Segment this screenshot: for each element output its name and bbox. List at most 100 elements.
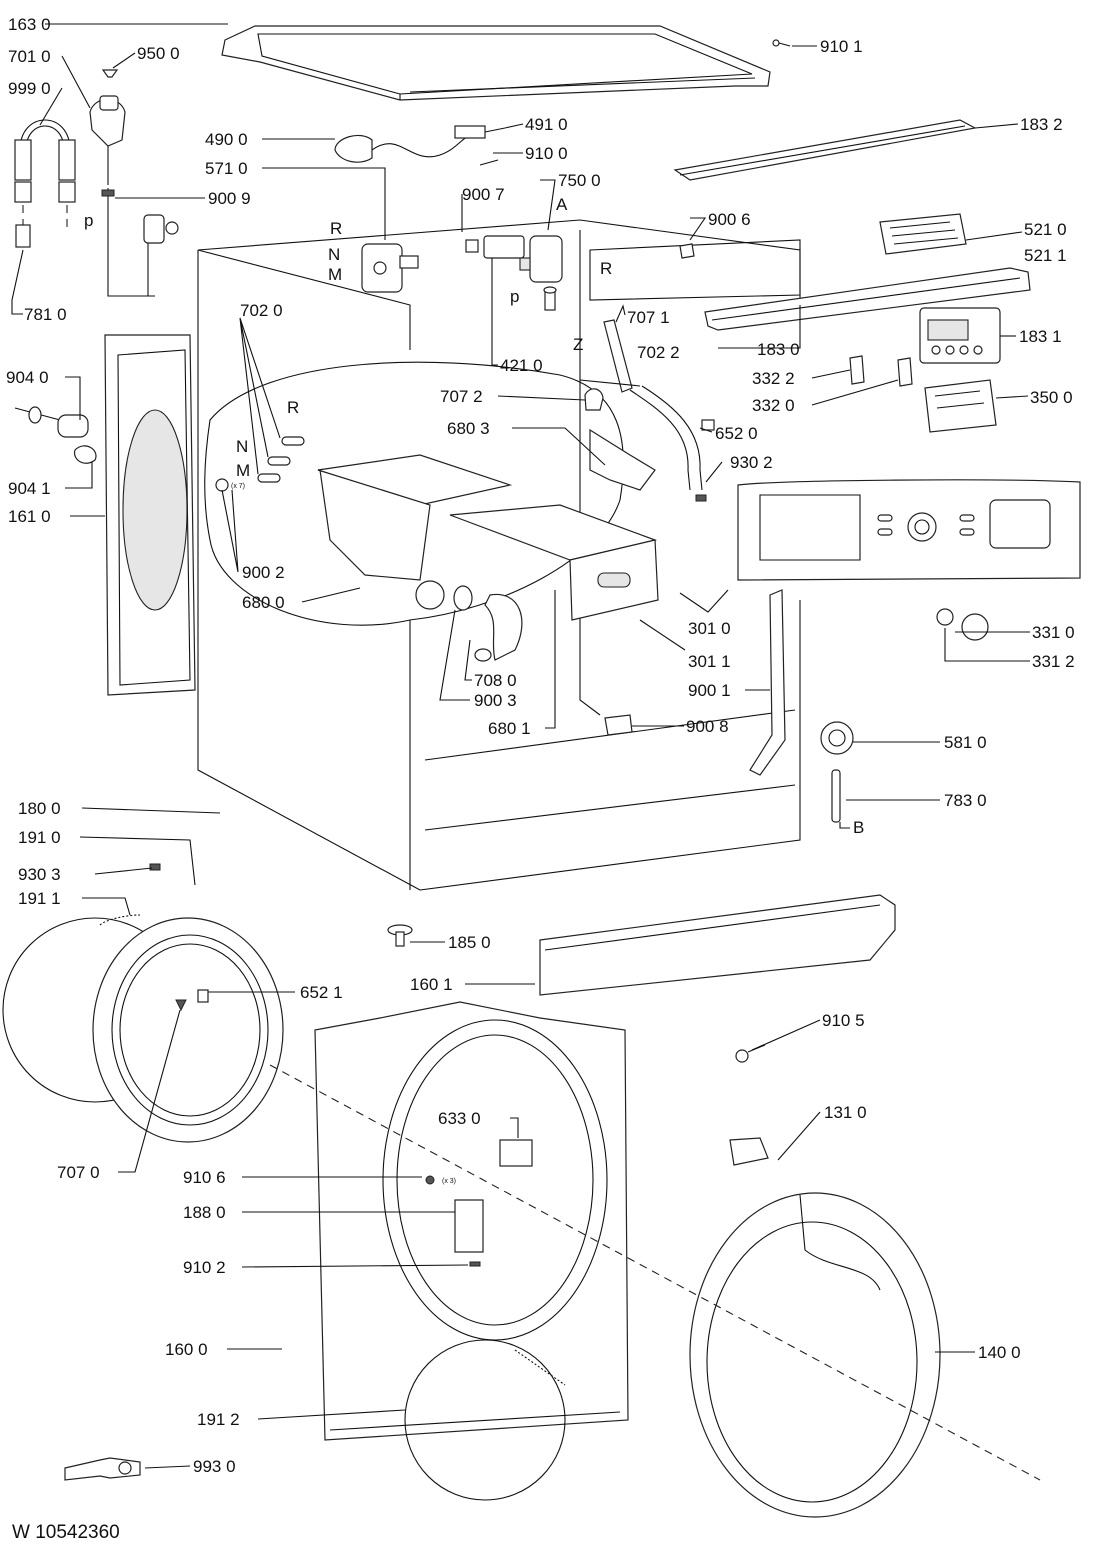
marker-m-valve: M [328,265,342,284]
marker-z: Z [573,335,583,354]
wrench-drawing [64,1457,141,1481]
label-633-0: 633 0 [438,1109,481,1128]
hinge-drawing [729,1137,769,1166]
label-161-0: 161 0 [8,507,51,526]
marker-b: B [853,818,864,837]
label-652-1: 652 1 [300,983,343,1002]
screw-2-drawing [735,1044,766,1063]
side-panel-drawing [104,334,196,696]
label-707-1: 707 1 [627,308,670,327]
label-350-0: 350 0 [1030,388,1073,407]
label-191-0: 191 0 [18,828,61,847]
label-652-0: 652 0 [715,424,758,443]
small-part-drawing [149,863,161,871]
label-910-0: 910 0 [525,144,568,163]
label-707-0: 707 0 [57,1163,100,1182]
bracket-drawing [589,428,656,491]
shock-absorber-drawing [14,406,97,464]
label-910-1: 910 1 [820,37,863,56]
label-900-1: 900 1 [688,681,731,700]
label-331-0: 331 0 [1032,623,1075,642]
button-drawing-2 [897,357,913,387]
label-904-1: 904 1 [8,479,51,498]
label-708-0: 708 0 [474,671,517,690]
label-131-0: 131 0 [824,1103,867,1122]
label-707-2: 707 2 [440,387,483,406]
label-183-0: 183 0 [757,340,800,359]
marker-p-hose: p [84,211,93,230]
label-750-0: 750 0 [558,171,601,190]
connection-markers: R N M p A p Z R R N M B (x 7) (x 3) [84,195,864,1185]
label-701-0: 701 0 [8,47,51,66]
kick-plate-drawing [539,894,896,996]
label-491-0: 491 0 [525,115,568,134]
front-panel-drawing [314,1001,629,1441]
wiring-bracket-drawing [749,589,786,776]
label-160-1: 160 1 [410,975,453,994]
clip-ring-drawing [215,478,229,492]
clip-drawing [679,243,695,259]
label-781-0: 781 0 [24,305,67,324]
dispenser-housing-drawing [317,454,513,610]
power-plug-drawing [334,125,506,166]
label-188-0: 188 0 [183,1203,226,1222]
label-910-6: 910 6 [183,1168,226,1187]
label-421-0: 421 0 [500,356,543,375]
label-163-0: 163 0 [8,15,51,34]
label-680-0: 680 0 [242,593,285,612]
marker-n-valve: N [328,245,340,264]
drain-hose-drawing [603,319,715,502]
label-180-0: 180 0 [18,799,61,818]
spring-circle-drawing [404,1339,566,1501]
top-cover-drawing [221,25,771,101]
axis-line [269,1064,1041,1481]
label-910-2: 910 2 [183,1258,226,1277]
label-900-6: 900 6 [708,210,751,229]
label-185-0: 185 0 [448,933,491,952]
label-702-0: 702 0 [240,301,283,320]
display-drawing [919,307,1001,364]
label-301-1: 301 1 [688,652,731,671]
label-930-2: 930 2 [730,453,773,472]
inlet-hose-drawing [14,95,179,297]
label-183-2: 183 2 [1020,115,1063,134]
label-301-0: 301 0 [688,619,731,638]
label-680-1: 680 1 [488,719,531,738]
label-331-2: 331 2 [1032,652,1075,671]
label-950-0: 950 0 [137,44,180,63]
marker-r-valve: R [330,219,342,238]
qty-x7: (x 7) [231,483,245,490]
clip-2-drawing [604,714,633,736]
label-332-2: 332 2 [752,369,795,388]
cap-drawing [101,69,119,78]
label-993-0: 993 0 [193,1457,236,1476]
marker-n-pin: N [236,437,248,456]
marker-m-pin: M [236,461,250,480]
leader-lines [11,23,1030,1469]
label-910-5: 910 5 [822,1011,865,1030]
label-999-0: 999 0 [8,79,51,98]
label-900-9: 900 9 [208,189,251,208]
label-490-0: 490 0 [205,130,248,149]
marker-p-switch: p [510,287,519,306]
label-191-1: 191 1 [18,889,61,908]
label-900-8: 900 8 [686,717,729,736]
marker-r-pin: R [287,398,299,417]
rod-drawing [831,769,841,823]
button-drawing [849,355,865,385]
label-930-3: 930 3 [18,865,61,884]
qty-x3: (x 3) [442,1178,456,1185]
marker-a: A [556,195,568,214]
valve-drawing [361,243,419,293]
clamp-drawing [584,388,604,411]
label-521-1: 521 1 [1024,246,1067,265]
label-571-0: 571 0 [205,159,248,178]
sensor-drawing [820,721,854,755]
door-drawing [689,1192,941,1518]
screw-drawing [772,39,791,47]
label-680-3: 680 3 [447,419,490,438]
pressure-switch-drawing [465,235,563,311]
label-783-0: 783 0 [944,791,987,810]
marker-r-hose: R [600,259,612,278]
